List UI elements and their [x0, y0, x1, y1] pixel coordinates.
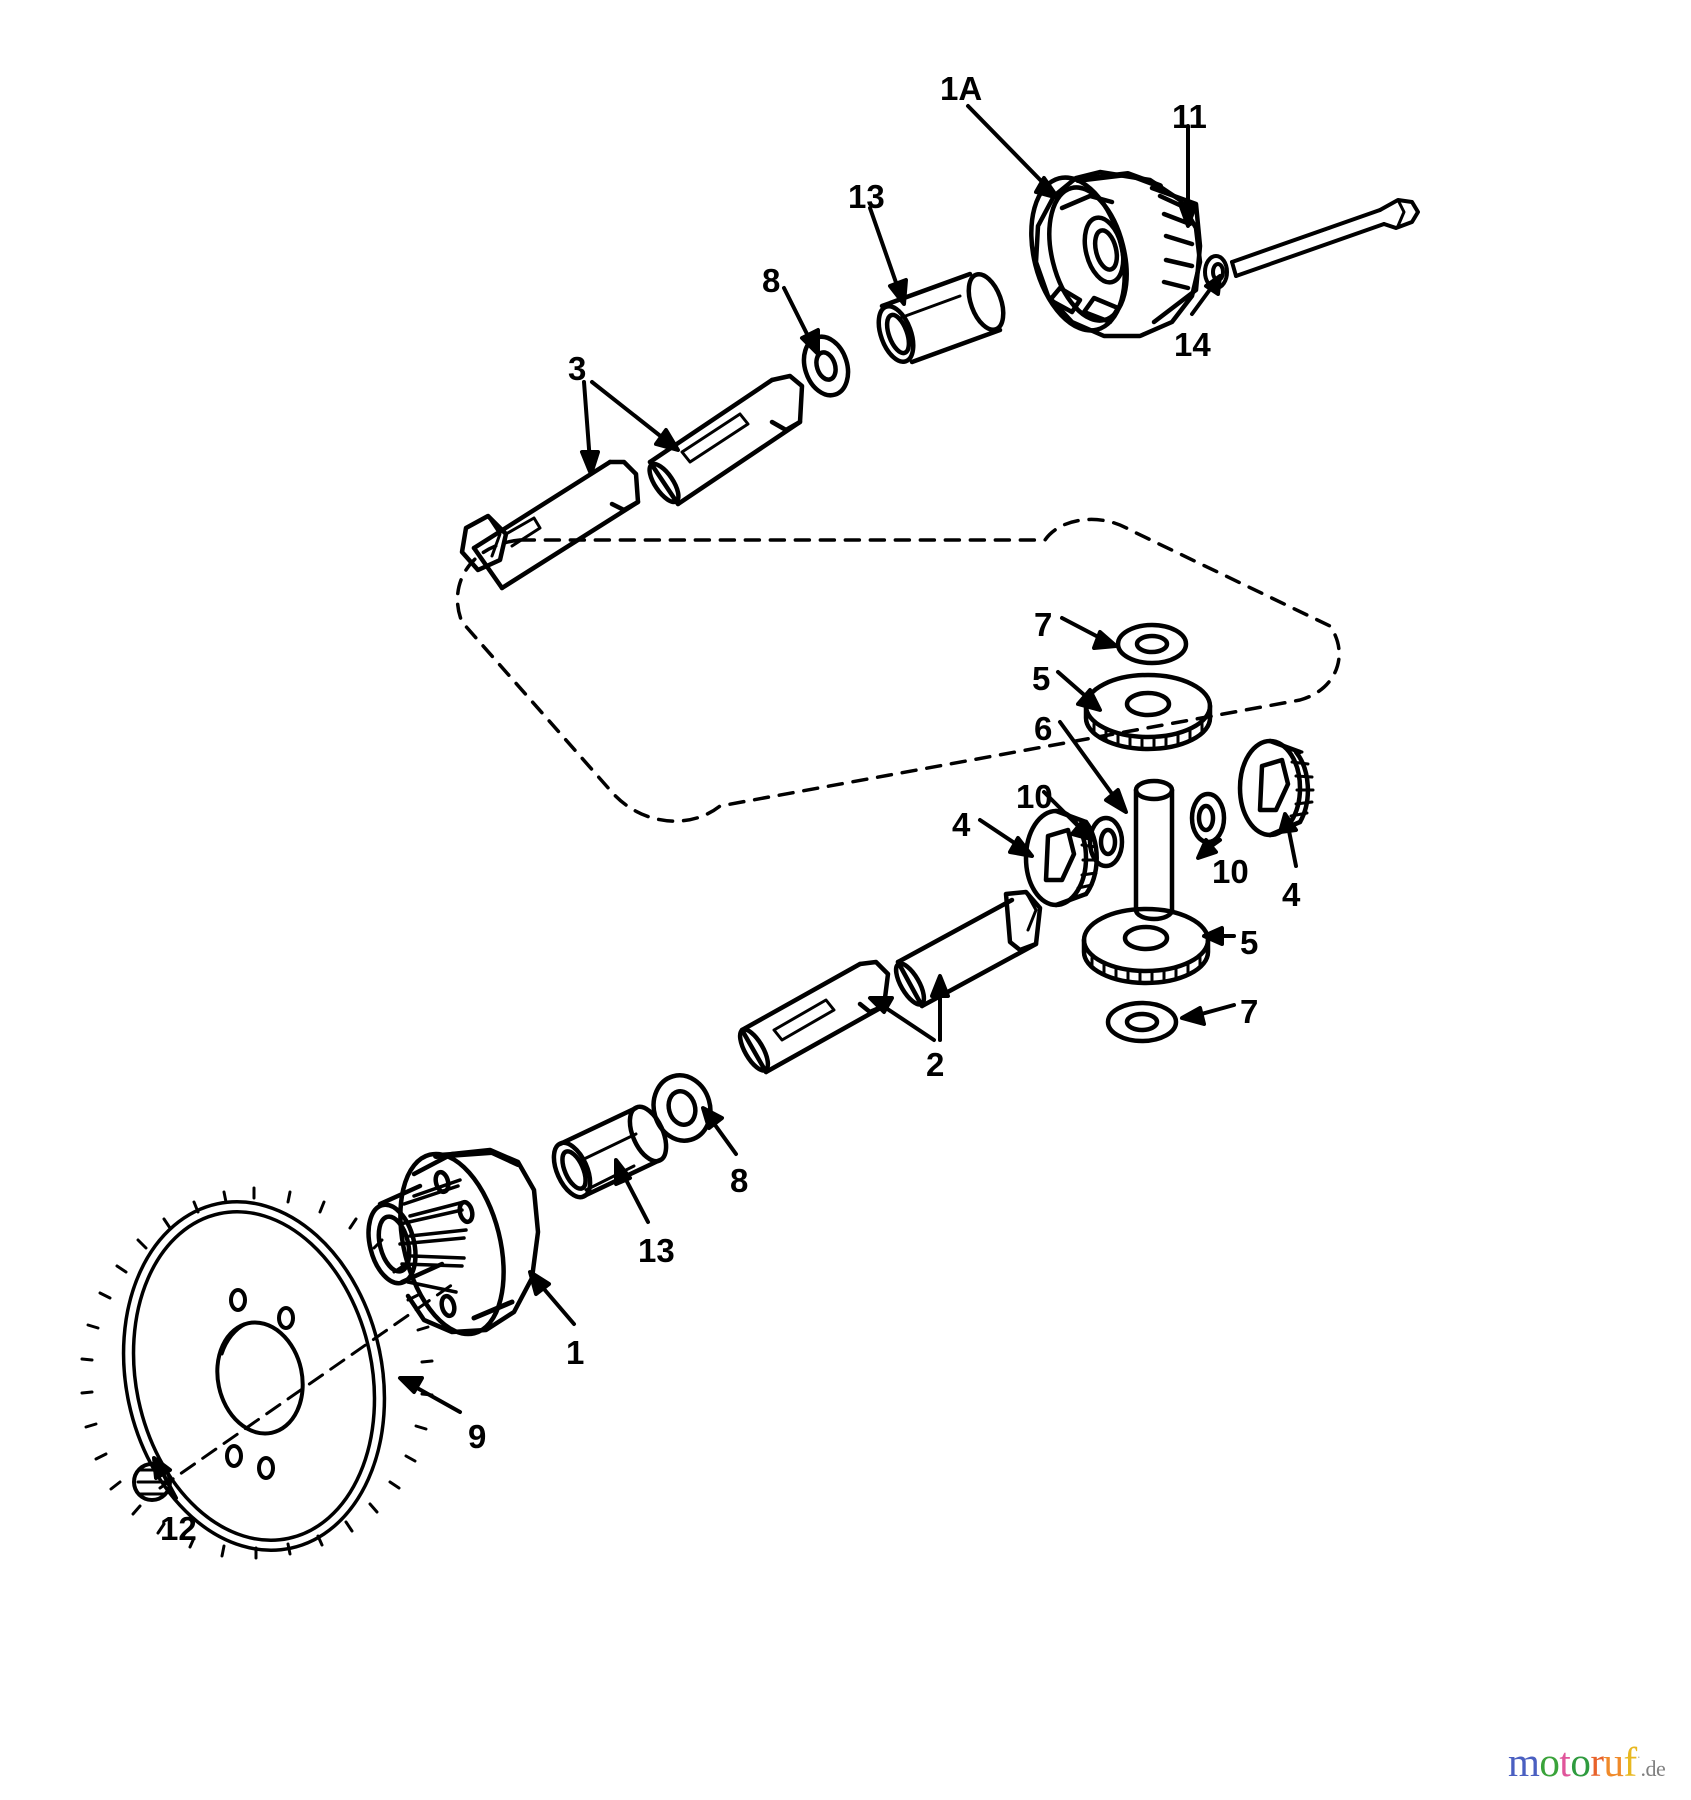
upper-axle-shaft-left: [459, 459, 641, 591]
long-bolt: [1230, 198, 1420, 278]
callout-label-12: 12: [160, 1510, 197, 1547]
callout-label-7-lower: 7: [1240, 993, 1259, 1030]
ring-gear-lower: [1081, 906, 1211, 986]
motoruf-watermark: motoruf·.de: [1508, 1739, 1666, 1785]
assembly-dashed-outline: [455, 517, 1341, 823]
callout-label-6: 6: [1034, 710, 1053, 747]
callout-leaders: [152, 104, 1298, 1500]
watermark-letter-f: f: [1623, 1739, 1637, 1785]
callout-label-5-upper: 5: [1032, 660, 1051, 697]
callout-label-4-left: 4: [952, 806, 971, 843]
spacer-left: [1087, 815, 1125, 869]
callout-label-2: 2: [926, 1046, 945, 1083]
callout-label-8-lower: 8: [730, 1162, 749, 1199]
thrust-washer-upper: [1115, 622, 1189, 666]
callout-label-13-lower: 13: [638, 1232, 675, 1269]
callout-label-9: 9: [468, 1418, 487, 1455]
watermark-tld: .de: [1640, 1756, 1666, 1781]
callout-label-3: 3: [568, 350, 587, 387]
assembly-center-line: [158, 1280, 458, 1490]
watermark-letter-m: m: [1508, 1739, 1540, 1785]
callout-label-4-right: 4: [1282, 876, 1301, 913]
callout-label-10-left: 10: [1016, 778, 1053, 815]
sprocket: [80, 1186, 434, 1560]
lower-axle-shaft-left: [737, 959, 891, 1075]
sprocket-tooth-marks: [80, 1186, 434, 1560]
callout-label-5-lower: 5: [1240, 924, 1259, 961]
callout-label-8-upper: 8: [762, 262, 781, 299]
callout-label-7-upper: 7: [1034, 606, 1053, 643]
callout-label-1a: 1A: [940, 70, 983, 107]
watermark-letter-r: r: [1590, 1739, 1604, 1785]
watermark-letter-o2: o: [1570, 1739, 1591, 1785]
callout-label-10-right: 10: [1212, 853, 1249, 890]
callout-label-11: 11: [1172, 98, 1207, 135]
bearing-sleeve-upper: [876, 271, 1006, 365]
watermark-letter-u: u: [1603, 1739, 1624, 1785]
watermark-letter-t: t: [1559, 1739, 1571, 1785]
sprocket-teeth: [121, 1200, 387, 1552]
ring-gear-upper: [1083, 672, 1213, 752]
thrust-washer-lower: [1105, 1000, 1179, 1044]
watermark-letter-o1: o: [1539, 1739, 1560, 1785]
callout-label-1: 1: [566, 1334, 585, 1371]
callout-label-14: 14: [1174, 326, 1211, 363]
clutch-housing-lower: [366, 1147, 541, 1337]
watermark-dot: ·: [1636, 1749, 1641, 1765]
callout-label-13-upper: 13: [848, 178, 885, 215]
